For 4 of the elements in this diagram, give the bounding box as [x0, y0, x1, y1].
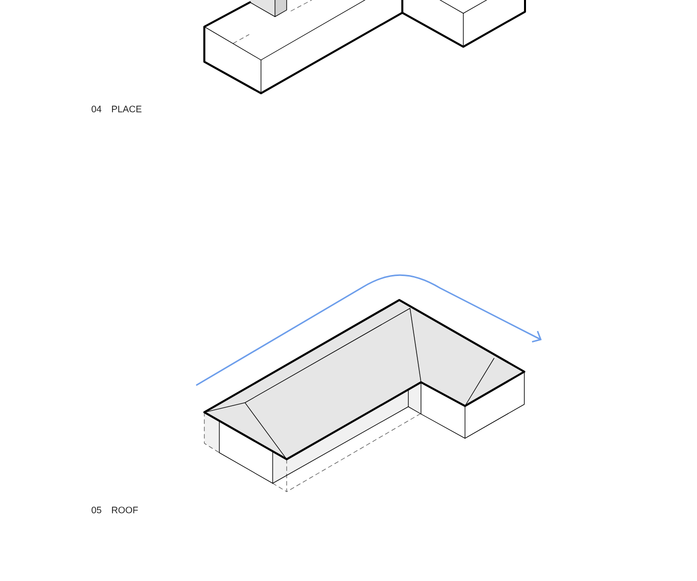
- step-number: 05: [92, 506, 102, 514]
- step-title: PLACE: [112, 106, 142, 112]
- step-number: 04: [92, 106, 102, 112]
- step-title: ROOF: [112, 506, 138, 514]
